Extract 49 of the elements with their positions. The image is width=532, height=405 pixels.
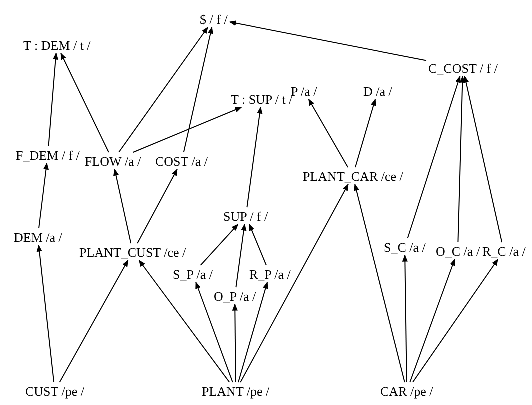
node-label: O_P /a / <box>213 288 258 304</box>
node-label: COST /a / <box>154 154 209 168</box>
node-label: F_DEM / f / <box>15 148 81 162</box>
arrow <box>410 258 456 383</box>
arrow <box>60 52 110 153</box>
node-label: PLANT_CAR /ce / <box>302 168 404 184</box>
arrow <box>354 184 406 383</box>
arrow <box>355 98 376 168</box>
arrow <box>249 224 267 266</box>
node-label: PLANT_CUST /ce / <box>78 244 188 260</box>
arrow <box>412 258 499 383</box>
node-label: PLANT /pe / <box>201 384 271 398</box>
node-label: R_P /a / <box>248 266 292 282</box>
arrow <box>138 260 230 383</box>
arrow <box>236 224 247 288</box>
arrow <box>229 20 427 62</box>
arrow <box>238 282 268 383</box>
arrow <box>308 98 349 168</box>
arrow <box>246 106 263 208</box>
arrow <box>114 168 132 244</box>
arrow <box>118 26 208 153</box>
node-label: T : DEM / t / <box>22 38 92 52</box>
node-label: CUST /pe / <box>24 384 86 398</box>
arrow <box>48 52 59 147</box>
node-label: CAR /pe / <box>380 384 434 398</box>
node-label: R_C /a / <box>482 244 527 258</box>
node-label: S_C /a / <box>383 240 427 254</box>
arrow <box>137 168 178 244</box>
arrow <box>232 304 238 383</box>
node-label: C_COST / f / <box>428 60 499 76</box>
node-label: S_P /a / <box>172 266 214 282</box>
node-label: FLOW /a / <box>84 154 142 168</box>
arrow <box>402 254 408 383</box>
arrow <box>240 184 349 383</box>
arrow <box>36 244 55 383</box>
arrow <box>132 107 242 153</box>
arrow <box>183 26 214 153</box>
node-label: O_C /a / <box>435 244 482 258</box>
node-label: D /a / <box>362 84 394 98</box>
node-label: SUP / f / <box>222 208 270 224</box>
arrow <box>200 224 239 266</box>
arrow <box>59 260 129 383</box>
arrow <box>38 162 49 229</box>
arrow <box>458 76 466 243</box>
node-label: DEM /a / <box>13 230 64 244</box>
arrow <box>464 76 503 243</box>
arrow <box>196 282 234 383</box>
node-label: $ / f / <box>199 12 229 26</box>
arrow <box>407 76 461 239</box>
